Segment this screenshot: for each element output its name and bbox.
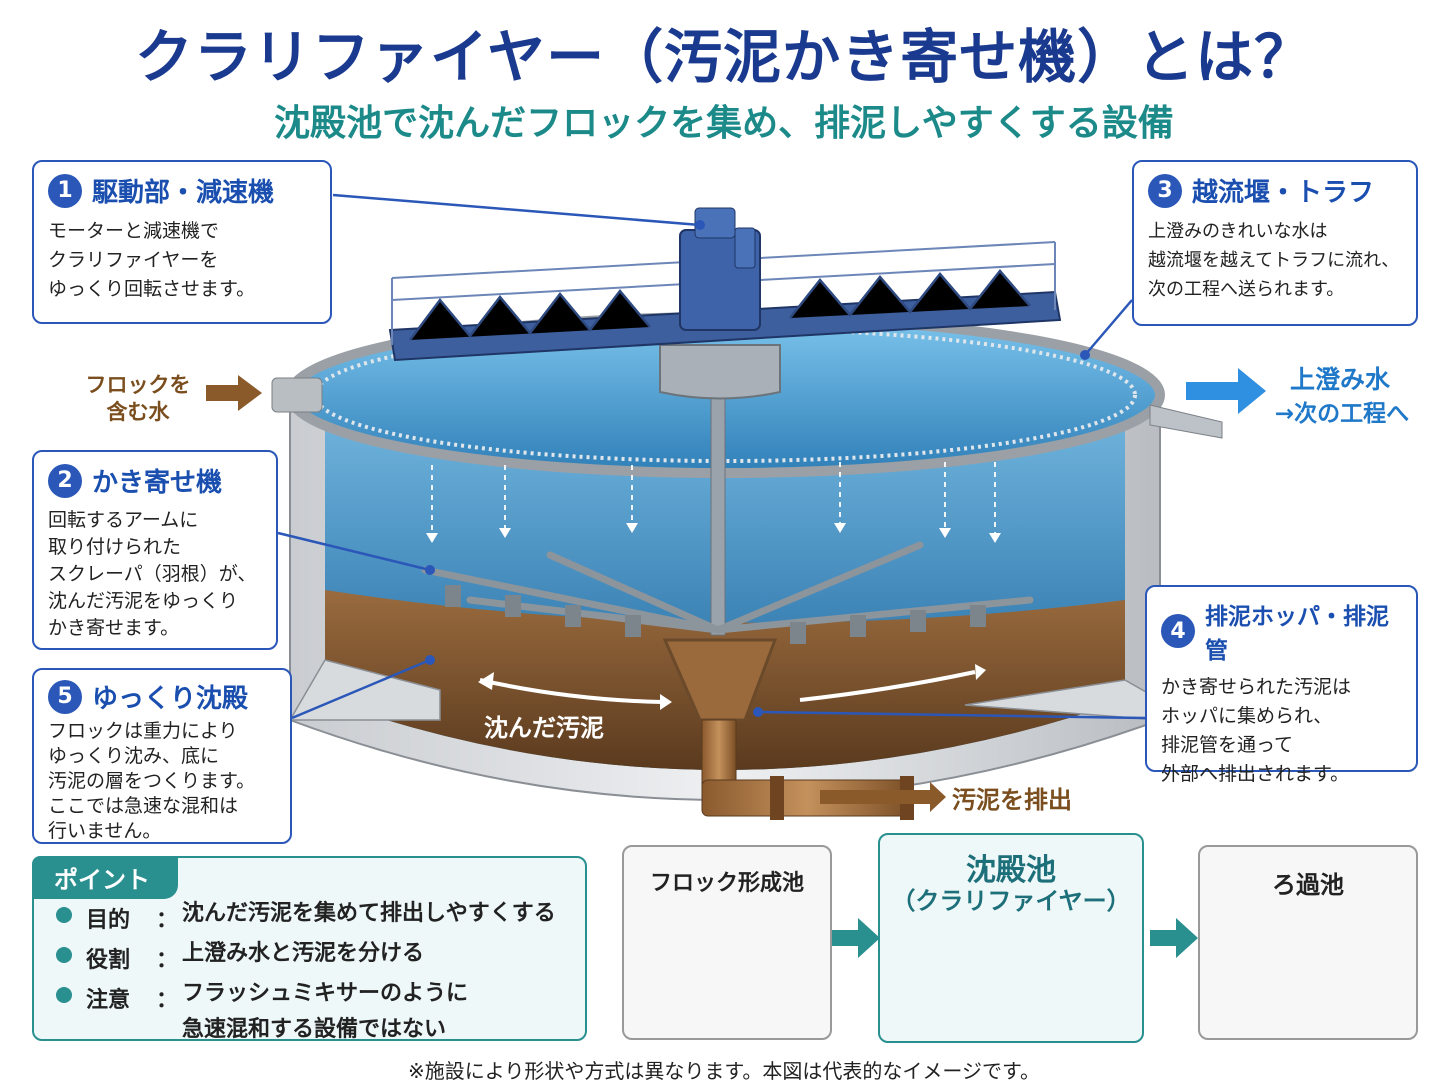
- inflow-label: フロックを 含む水: [85, 373, 191, 424]
- settled-sludge-label: 沈んだ汚泥: [484, 714, 604, 742]
- point-item: 目的 ： 沈んだ汚泥を集めて排出しやすくする: [56, 901, 556, 934]
- callout-body: モーターと減速機で クラリファイヤーを ゆっくり回転させます。: [48, 220, 256, 300]
- callout-number: 2: [48, 463, 82, 498]
- page-title: クラリファイヤー（汚泥かき寄せ機）とは？: [134, 23, 1314, 91]
- callout-scraper: 2 かき寄せ機 回転するアームに 取り付けられた スクレーパ（羽根）が、 沈んだ…: [32, 450, 278, 650]
- point-label: 注意: [86, 988, 131, 1013]
- callout-body: かき寄せられた汚泥は ホッパに集められ、 排泥管を通って 外部へ排出されます。: [1161, 676, 1352, 785]
- callout-number: 3: [1148, 173, 1182, 208]
- outflow-label-1: 上澄み水: [1289, 365, 1390, 394]
- callout-body: 回転するアームに 取り付けられた スクレーパ（羽根）が、 沈んだ汚泥をゆっくり …: [48, 509, 257, 639]
- callout-hopper-pipe: 4 排泥ホッパ・排泥管 かき寄せられた汚泥は ホッパに集められ、 排泥管を通って…: [1145, 585, 1418, 785]
- callout-title: 駆動部・減速機: [92, 178, 275, 208]
- stage-clarifier: 沈殿池 （クラリファイヤー）: [878, 833, 1144, 1043]
- callout-title: ゆっくり沈殿: [92, 684, 249, 714]
- callout-title: 排泥ホッパ・排泥管: [1205, 604, 1389, 664]
- callout-weir-trough: 3 越流堰・トラフ 上澄みのきれいな水は 越流堰を越えてトラフに流れ、 次の工程…: [1132, 160, 1418, 326]
- point-text: 沈んだ汚泥を集めて排出しやすくする: [182, 901, 556, 926]
- callout-number: 1: [48, 173, 82, 208]
- footnote: ※施設により形状や方式は異なります。本図は代表的なイメージです。: [408, 1059, 1040, 1083]
- point-colon: ：: [156, 908, 179, 933]
- point-box: ポイント 目的 ： 沈んだ汚泥を集めて排出しやすくする 役割 ： 上澄み水と汚泥…: [32, 856, 587, 1042]
- stage-title: ろ過池: [1272, 871, 1344, 899]
- outflow-label-2: →次の工程へ: [1274, 401, 1410, 427]
- bullet-icon: [56, 987, 72, 1003]
- callout-body: 上澄みのきれいな水は 越流堰を越えてトラフに流れ、 次の工程へ送られます。: [1148, 221, 1400, 300]
- stage-title: フロック形成池: [649, 871, 804, 896]
- point-colon: ：: [156, 948, 179, 973]
- stage-title: 沈殿池: [966, 853, 1056, 888]
- callout-drive-unit: 1 駆動部・減速機 モーターと減速機で クラリファイヤーを ゆっくり回転させます…: [32, 160, 332, 324]
- point-label: 目的: [86, 908, 131, 933]
- callout-number: 4: [1161, 614, 1195, 648]
- callout-number: 5: [48, 679, 82, 714]
- point-text: フラッシュミキサーのように 急速混和する設備ではない: [182, 981, 469, 1042]
- stage-flocculation: フロック形成池: [622, 845, 832, 1040]
- callout-body: フロックは重力により ゆっくり沈み、底に 汚泥の層をつくります。 ここでは急速な…: [48, 720, 256, 842]
- sludge-discharge-label: 汚泥を排出: [952, 786, 1072, 814]
- point-text: 上澄み水と汚泥を分ける: [182, 941, 425, 966]
- point-item: 注意 ： フラッシュミキサーのように 急速混和する設備ではない: [56, 981, 468, 1048]
- bullet-icon: [56, 907, 72, 923]
- point-tag: ポイント: [32, 856, 178, 899]
- point-colon: ：: [156, 988, 179, 1013]
- callout-title: かき寄せ機: [92, 468, 223, 498]
- point-label: 役割: [86, 948, 131, 973]
- stage-filtration: ろ過池: [1198, 845, 1418, 1040]
- stage-subtitle: （クラリファイヤー）: [891, 887, 1131, 915]
- point-item: 役割 ： 上澄み水と汚泥を分ける: [56, 941, 424, 974]
- bullet-icon: [56, 947, 72, 963]
- callout-slow-settling: 5 ゆっくり沈殿 フロックは重力により ゆっくり沈み、底に 汚泥の層をつくります…: [32, 668, 292, 844]
- callout-title: 越流堰・トラフ: [1192, 178, 1375, 208]
- page-subtitle: 沈殿池で沈んだフロックを集め、排泥しやすくする設備: [274, 103, 1174, 144]
